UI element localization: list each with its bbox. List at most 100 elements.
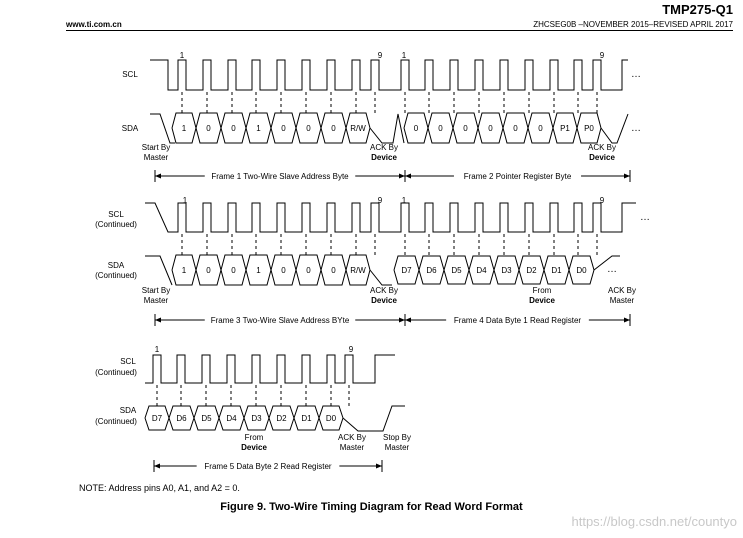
sda-bit-frame3-bot — [220, 269, 247, 286]
sda-bit-frame5-top — [168, 405, 195, 419]
bit-label-0: 0 — [331, 124, 336, 133]
continued-label: (Continued) — [95, 417, 137, 426]
scl-label: SCL — [122, 70, 138, 79]
clock-9-label: 9 — [600, 51, 605, 60]
sda-bit-frame5-top — [268, 405, 295, 419]
bit-label-d6: D6 — [426, 266, 437, 275]
sda-bit-frame1-bot — [270, 127, 297, 144]
sda-bit-frame5-bot — [144, 417, 170, 431]
sda-bit-frame4-bot — [568, 269, 595, 285]
ack-by-label: ACK By — [338, 433, 366, 442]
sda-bit-frame1-bot — [220, 127, 247, 144]
sda-bit-frame2-top — [552, 112, 578, 129]
sda-bit-frame4-top — [443, 255, 470, 271]
sda-bit-frame1-bot — [171, 127, 197, 144]
from-label: From — [245, 433, 264, 442]
sda-bit-frame5-bot — [168, 417, 195, 431]
sda-bit-frame3-top — [320, 254, 347, 271]
sda-bit-frame1-bot — [345, 127, 371, 144]
scl-waveform-row1 — [150, 59, 628, 91]
sda-bit-frame4-top — [493, 255, 520, 271]
frame3-range-arrow-right — [399, 317, 405, 323]
bit-label-0: 0 — [231, 124, 236, 133]
frame1-range-label: Frame 1 Two-Wire Slave Address Byte — [211, 172, 349, 181]
sda-bit-frame3-bot — [171, 269, 197, 286]
sda-bit-frame4-top — [418, 255, 445, 271]
bit-label-d1: D1 — [301, 414, 312, 423]
frame4-range-arrow-right — [624, 317, 630, 323]
scl-waveform-row2 — [145, 202, 636, 233]
clock-9-label: 9 — [378, 51, 383, 60]
sda-bit-frame2-top — [477, 112, 504, 129]
bit-label-d2: D2 — [526, 266, 537, 275]
bit-label-rw: R/W — [350, 266, 366, 275]
revision-info: ZHCSEG0B –NOVEMBER 2015–REVISED APRIL 20… — [533, 20, 733, 29]
sda-bit-frame5-top — [144, 405, 170, 419]
frame4-range-arrow-left — [405, 317, 411, 323]
device-label: Device — [371, 153, 397, 162]
sda-label: SDA — [120, 406, 137, 415]
bit-label-d3: D3 — [251, 414, 262, 423]
clock-9-label: 9 — [349, 345, 354, 354]
sda-bit-frame4-bot — [493, 269, 520, 285]
sda-bit-frame3-bot — [195, 269, 222, 286]
sda-bit-frame1-top — [171, 112, 197, 129]
bit-label-d0: D0 — [576, 266, 587, 275]
master-label: Master — [144, 153, 169, 162]
watermark: https://blog.csdn.net/countyo — [571, 514, 738, 529]
sda-bit-frame1-top — [320, 112, 347, 129]
sda-bit-frame2-top — [427, 112, 454, 129]
sda-bit-frame2-bot — [502, 127, 529, 144]
sda-bit-frame5-bot — [243, 417, 270, 431]
master-label: Master — [610, 296, 635, 305]
frame5-range-arrow-left — [154, 463, 160, 469]
sda-bit-frame1-top — [270, 112, 297, 129]
sda-bit-frame3-top — [171, 254, 197, 271]
sda-bit-frame2-top — [452, 112, 479, 129]
sda-bit-frame4-bot — [468, 269, 495, 285]
ellipsis: … — [640, 212, 650, 223]
frame3-range-arrow-left — [155, 317, 161, 323]
frame5-range-arrow-right — [376, 463, 382, 469]
device-label: Device — [241, 443, 267, 452]
sda-bit-frame5-top — [243, 405, 270, 419]
continued-label: (Continued) — [95, 271, 137, 280]
figure-caption: Figure 9. Two-Wire Timing Diagram for Re… — [220, 501, 523, 513]
continued-label: (Continued) — [95, 368, 137, 377]
sda-ack-row2 — [369, 269, 392, 286]
sda-bit-frame2-bot — [427, 127, 454, 144]
frame5-range-label: Frame 5 Data Byte 2 Read Register — [204, 462, 332, 471]
sda-bit-frame5-top — [318, 405, 344, 419]
stop-by-label: Stop By — [383, 433, 411, 442]
frame1-range-arrow-right — [399, 173, 405, 179]
bit-label-1: 1 — [182, 124, 187, 133]
scl-label: SCL — [108, 210, 124, 219]
site-url[interactable]: www.ti.com.cn — [66, 20, 122, 29]
clock-1-label: 1 — [402, 196, 407, 205]
address-note: NOTE: Address pins A0, A1, and A2 = 0. — [79, 483, 240, 493]
bit-label-0: 0 — [206, 266, 211, 275]
sda-bit-frame1-bot — [295, 127, 322, 144]
ellipsis: … — [631, 69, 641, 80]
sda-bit-frame4-top — [543, 255, 570, 271]
scl-label: SCL — [120, 357, 136, 366]
sda-bit-frame2-top — [527, 112, 554, 129]
part-number: TMP275-Q1 — [662, 2, 733, 17]
bit-label-1: 1 — [256, 124, 261, 133]
clock-1-label: 1 — [180, 51, 185, 60]
sda-bit-frame2-bot — [477, 127, 504, 144]
sda-bit-frame4-top — [393, 255, 420, 271]
ellipsis: … — [607, 264, 617, 275]
sda-bit-frame5-top — [293, 405, 320, 419]
ellipsis: … — [631, 123, 641, 134]
sda-bit-frame3-top — [245, 254, 272, 271]
bit-label-d0: D0 — [326, 414, 337, 423]
header-rule — [66, 30, 733, 31]
frame1-range-arrow-left — [155, 173, 161, 179]
sda-bit-frame2-bot — [403, 127, 429, 144]
device-label: Device — [371, 296, 397, 305]
ack-by-label: ACK By — [370, 286, 398, 295]
sda-bit-frame3-top — [195, 254, 222, 271]
start-by-label: Start By — [142, 143, 170, 152]
